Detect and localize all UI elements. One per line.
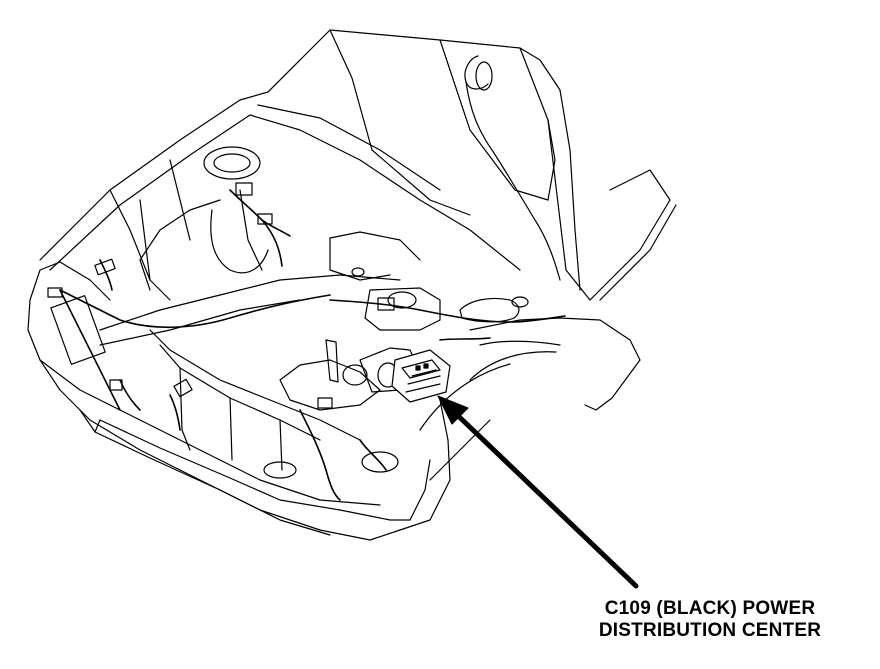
harness-connectors bbox=[48, 183, 528, 478]
callout-arrow bbox=[438, 396, 636, 586]
right-fender bbox=[420, 318, 640, 480]
open-hood bbox=[268, 30, 676, 300]
hood-wire bbox=[465, 56, 560, 280]
left-fender-cowl bbox=[40, 92, 520, 290]
wiring-harness bbox=[60, 190, 565, 500]
callout-label-line2: DISTRIBUTION CENTER bbox=[598, 620, 822, 641]
front-bumper bbox=[28, 262, 450, 540]
radiator-support bbox=[100, 160, 400, 470]
strut-tower bbox=[204, 147, 268, 273]
callout-label: C109 (BLACK) POWER DISTRIBUTION CENTER bbox=[560, 598, 860, 642]
power-distribution-center bbox=[392, 350, 450, 402]
callout-label-line1: C109 (BLACK) POWER bbox=[604, 598, 816, 619]
